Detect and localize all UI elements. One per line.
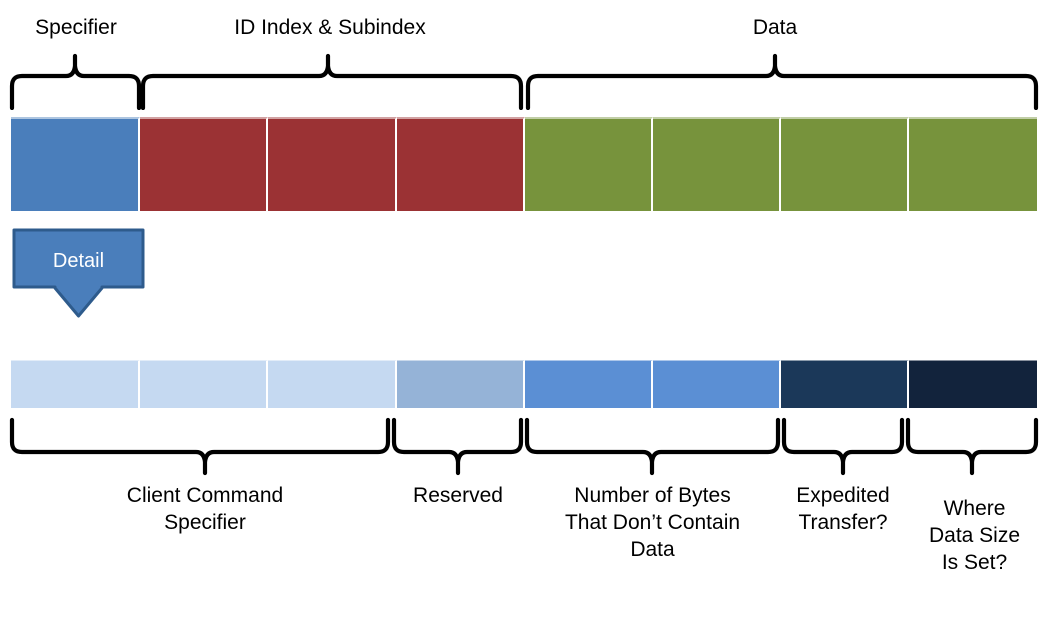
bottom-bracket-label-where-data-size-is-set: Where Data Size Is Set? [928,497,1021,574]
specifier-bit-layout [11,360,1037,408]
top-bracket-group [9,53,1039,110]
bottom-bracket-label-number-of-bytes: Number of Bytes That Don’t Contain Data [564,484,741,561]
sdo-frame-byte-layout [11,117,1037,211]
segment-subindex-byte [397,117,525,211]
bottom-bracket-label-expedited-transfer: Expedited Transfer? [796,484,890,534]
segment-n-bit-3 [525,360,653,408]
segment-ccs-bit-5 [268,360,397,408]
segment-specifier-byte [11,117,140,211]
segment-data-byte-0 [525,117,653,211]
detail-arrow-shape [12,228,145,318]
segment-data-byte-2 [781,117,909,211]
segment-id-index-byte-high [268,117,397,211]
segment-data-byte-1 [653,117,781,211]
segment-id-index-byte-low [140,117,268,211]
top-bracket-label-specifier: Specifier [35,16,117,39]
segment-data-byte-3 [909,117,1037,211]
bottom-bracket-label-reserved: Reserved [413,484,503,507]
segment-ccs-bit-7 [11,360,140,408]
segment-reserved-bit-4 [397,360,525,408]
segment-size-indicator-bit-0 [909,360,1037,408]
segment-ccs-bit-6 [140,360,268,408]
top-bracket-label-data: Data [752,16,798,39]
segment-expedited-bit-1 [781,360,909,408]
bottom-bracket-group [9,417,1039,476]
detail-callout[interactable]: Detail [12,228,145,318]
top-bracket-label-id-index-subindex: ID Index & Subindex [234,16,426,39]
bottom-bracket-label-client-command-specifier: Client Command Specifier [126,484,284,534]
segment-n-bit-2 [653,360,781,408]
